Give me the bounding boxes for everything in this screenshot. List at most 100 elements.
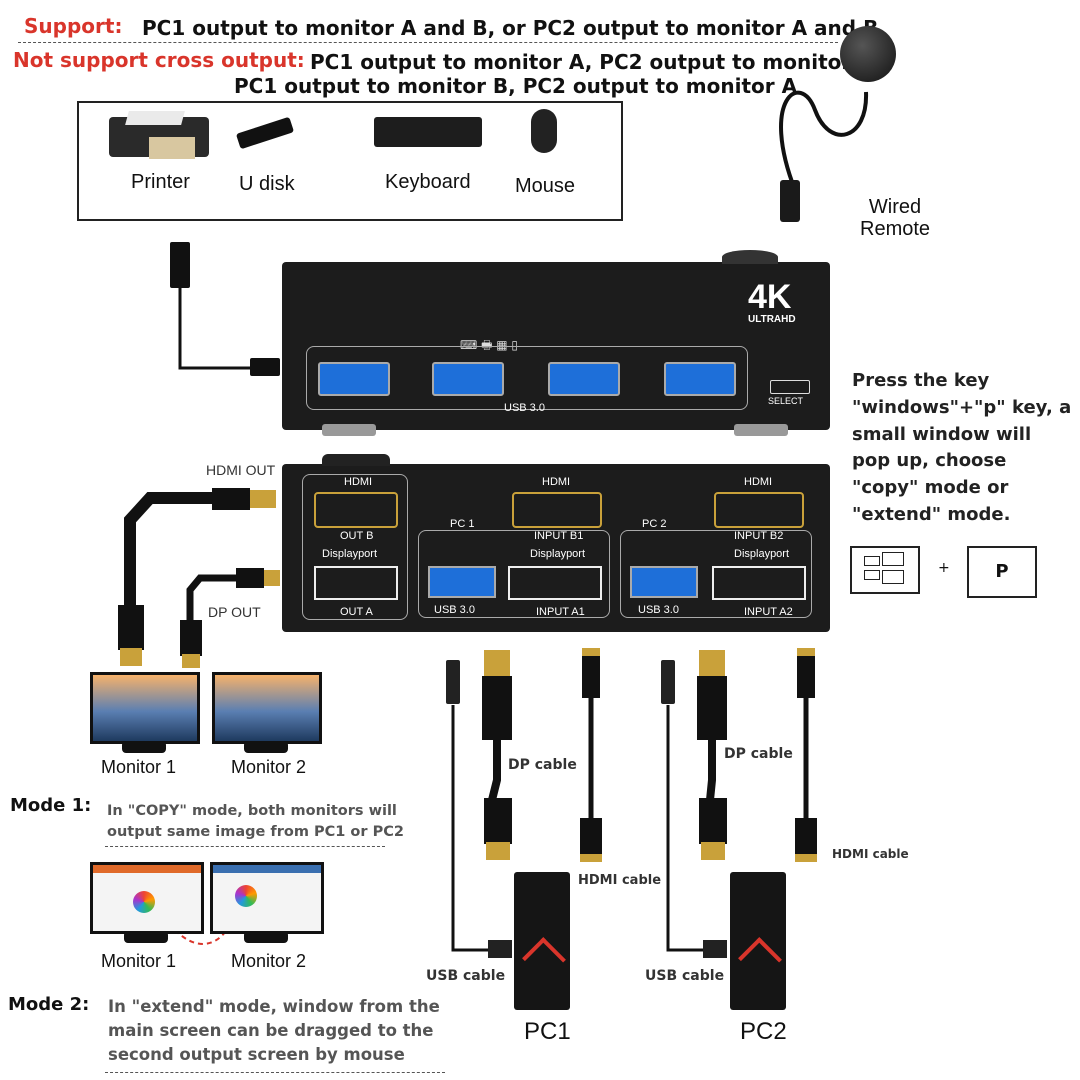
- monitor-2-screen: [212, 672, 322, 744]
- displayport-label: Displayport: [734, 548, 790, 560]
- usb30-pc2-label: USB 3.0: [638, 604, 679, 616]
- hdmi-plug-icon: [795, 818, 817, 862]
- monitor-2-label: Monitor 2: [231, 757, 307, 777]
- dp-plug-icon: [699, 798, 727, 844]
- hdmi-cable-label-pc2: HDMI cable: [832, 847, 909, 861]
- instructions-text: Press the key "windows"+"p" key, a small…: [852, 370, 1072, 525]
- monitor-1-label: Monitor 1: [101, 757, 177, 777]
- pc2-label: PC 2: [642, 518, 667, 530]
- support-label: Support:: [24, 14, 123, 38]
- usb30-pc1-label: USB 3.0: [434, 604, 475, 616]
- mode-1-text: In "COPY" mode, both monitors will outpu…: [107, 803, 404, 840]
- usb-plug-icon: [446, 660, 460, 704]
- pc1-tower-icon: [514, 872, 570, 1010]
- monitor-1-label-2: Monitor 1: [101, 951, 177, 971]
- monitor-2-screen: [210, 862, 324, 934]
- out-a-label: OUT A: [340, 606, 373, 618]
- pc1-section: [418, 530, 610, 618]
- monitor-1-screen: [90, 862, 204, 934]
- input-b2-label: INPUT B2: [734, 530, 784, 542]
- displayport-label: Displayport: [322, 548, 378, 560]
- wired-remote-icon[interactable]: [840, 26, 896, 82]
- support-text: PC1 output to monitor A and B, or PC2 ou…: [142, 16, 879, 40]
- hdmi-out-b-port[interactable]: [314, 492, 398, 528]
- usb-hub-outline: [306, 346, 748, 410]
- hdmi-input-b2-port[interactable]: [714, 492, 804, 528]
- mode-2-text: In "extend" mode, window from the main s…: [108, 997, 440, 1064]
- peripheral-icons: ⌨ 🖶 ▦ ▯: [460, 338, 519, 352]
- displayport-label: Displayport: [530, 548, 586, 560]
- select-knob[interactable]: [722, 250, 778, 264]
- usb-cable-label-pc1: USB cable: [426, 968, 506, 984]
- input-a1-label: INPUT A1: [536, 606, 585, 618]
- hdmi-plug-icon: [797, 648, 815, 698]
- usb-port-1[interactable]: [318, 362, 390, 396]
- pc1-label: PC1: [524, 1018, 571, 1045]
- dp-plug-icon: [697, 676, 727, 740]
- keyboard-icon: [374, 117, 482, 147]
- hdmi-plug-icon: [118, 605, 144, 650]
- usb-plug-icon: [488, 940, 512, 958]
- hdmi-plug-icon: [582, 648, 600, 698]
- dp-input-a1-port[interactable]: [508, 566, 602, 600]
- mode-1-label: Mode 1:: [10, 795, 92, 816]
- support-divider: [18, 42, 838, 43]
- usb-port-2[interactable]: [432, 362, 504, 396]
- hdmi-plug-icon: [580, 818, 602, 862]
- brand-ultrahd: ULTRAHD: [748, 314, 796, 325]
- printer-icon: [109, 111, 209, 159]
- pc1-label: PC 1: [450, 518, 475, 530]
- select-port[interactable]: [770, 380, 810, 394]
- pc2-tower-icon: [730, 872, 786, 1010]
- mouse-icon: [531, 109, 557, 153]
- usb-port-3[interactable]: [548, 362, 620, 396]
- hdmi-label: HDMI: [744, 476, 773, 488]
- input-a2-label: INPUT A2: [744, 606, 793, 618]
- usb-pc1-port[interactable]: [428, 566, 496, 598]
- select-label: SELECT: [768, 396, 804, 406]
- usb-cable-label-pc2: USB cable: [645, 968, 725, 984]
- not-support-text-1: PC1 output to monitor A, PC2 output to m…: [310, 50, 874, 74]
- dp-plug-icon: [484, 798, 512, 844]
- pc2-label: PC2: [740, 1018, 787, 1045]
- hdmi-label: HDMI: [344, 476, 373, 488]
- dp-cable-label-pc2: DP cable: [724, 746, 793, 762]
- usb-plug-icon: [661, 660, 675, 704]
- monitor-2-label-2: Monitor 2: [231, 951, 307, 971]
- dp-cable-label-pc1: DP cable: [508, 757, 577, 773]
- input-b1-label: INPUT B1: [534, 530, 584, 542]
- kvm-switch-top: 4K ULTRAHD ⌨ 🖶 ▦ ▯ USB 3.0 SELECT: [282, 250, 830, 436]
- usb-pc2-port[interactable]: [630, 566, 698, 598]
- peripheral-keyboard-label: Keyboard: [385, 171, 471, 193]
- dp-plug-icon: [180, 620, 202, 656]
- usb-plug-icon: [703, 940, 727, 958]
- usb-port-4[interactable]: [664, 362, 736, 396]
- monitor-1-screen: [90, 672, 200, 744]
- usb-plug-icon: [250, 358, 280, 376]
- peripheral-printer-label: Printer: [131, 171, 190, 193]
- remote-label: Wired Remote: [860, 196, 931, 240]
- peripherals-box: Printer U disk Keyboard Mouse: [77, 101, 623, 221]
- p-key: P: [967, 546, 1037, 598]
- out-b-label: OUT B: [340, 530, 374, 542]
- remote-connector-icon: [780, 180, 800, 222]
- peripheral-mouse-label: Mouse: [515, 175, 576, 197]
- usb-plug-icon: [170, 242, 190, 288]
- hdmi-out-label: HDMI OUT: [206, 462, 276, 478]
- mode-2-label: Mode 2:: [8, 994, 90, 1015]
- brand-4k: 4K: [748, 278, 792, 316]
- out-section: [302, 474, 408, 620]
- display-mode-icon: [850, 546, 920, 594]
- kvm-switch-front: HDMI OUT B Displayport OUT A PC 1 HDMI I…: [282, 454, 830, 632]
- usb30-label: USB 3.0: [504, 402, 545, 414]
- hdmi-input-b1-port[interactable]: [512, 492, 602, 528]
- hdmi-cable-label-pc1: HDMI cable: [578, 873, 662, 888]
- dp-input-a2-port[interactable]: [712, 566, 806, 600]
- dp-plug-icon: [482, 676, 512, 740]
- not-support-text-2: PC1 output to monitor B, PC2 output to m…: [234, 74, 798, 98]
- not-support-label: Not support cross output:: [13, 48, 305, 72]
- dp-out-a-port[interactable]: [314, 566, 398, 600]
- peripheral-udisk-label: U disk: [239, 173, 295, 195]
- dp-out-label: DP OUT: [208, 604, 261, 620]
